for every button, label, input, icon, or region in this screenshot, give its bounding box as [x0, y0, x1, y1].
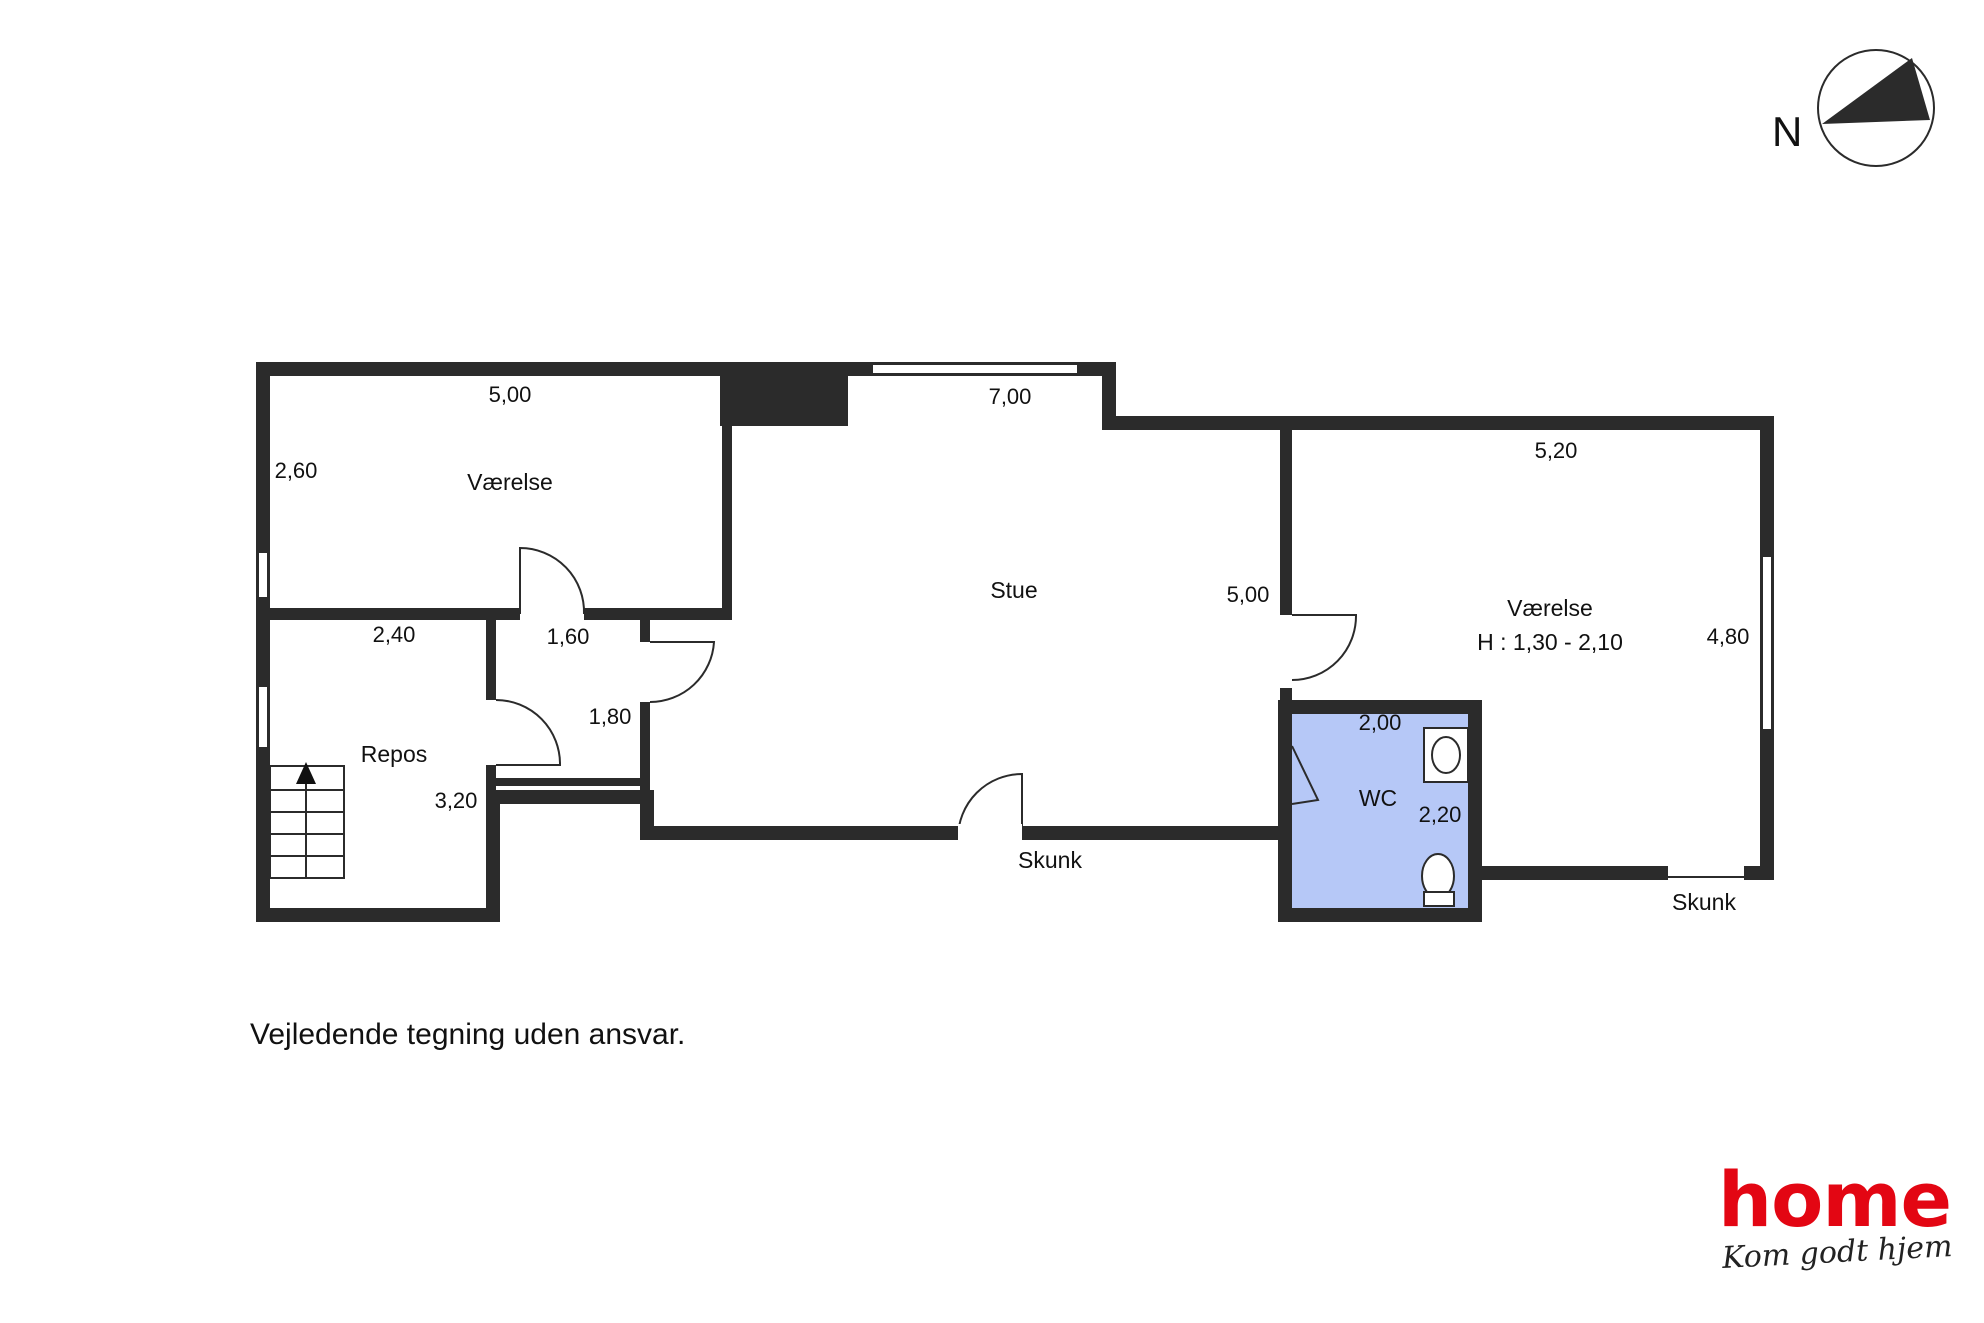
door-gap-skunk [958, 824, 1022, 842]
stue-width: 7,00 [989, 384, 1032, 409]
left-room-depth: 2,60 [275, 458, 318, 483]
right-room-depth: 4,80 [1707, 624, 1750, 649]
door-right-room [1291, 614, 1358, 681]
window-left-lower [257, 685, 269, 749]
repos-width: 2,40 [373, 622, 416, 647]
stair-arrow-icon [296, 762, 316, 784]
window-top [871, 363, 1079, 375]
wc-name: WC [1359, 785, 1397, 811]
door-left-room [519, 546, 586, 615]
left-room-width: 5,00 [489, 382, 532, 407]
skunk-center-label: Skunk [1018, 847, 1082, 873]
door-wc [1291, 745, 1320, 805]
stairs [269, 765, 345, 879]
window-right [1761, 555, 1773, 731]
wc-fixtures [1421, 727, 1469, 907]
compass-north-label: N [1772, 108, 1803, 155]
stue-depth: 5,00 [1227, 582, 1270, 607]
stue-name: Stue [990, 577, 1037, 603]
wc-width: 2,00 [1359, 710, 1402, 735]
door-hall-stue [649, 641, 716, 704]
left-room-name: Værelse [467, 469, 553, 495]
brand-logo: home [1718, 1155, 1952, 1244]
doors [495, 546, 1358, 839]
right-room-height: H : 1,30 - 2,10 [1477, 629, 1623, 655]
wc-depth: 2,20 [1419, 802, 1462, 827]
window-left-upper [257, 551, 269, 599]
right-room-width: 5,20 [1535, 438, 1578, 463]
hall-width: 1,60 [547, 624, 590, 649]
right-room-name: Værelse [1507, 595, 1593, 621]
skunk-right-label: Skunk [1672, 889, 1736, 915]
compass-icon [1817, 49, 1935, 167]
repos-depth: 3,20 [435, 788, 478, 813]
walls [256, 362, 1774, 922]
repos-name: Repos [361, 741, 427, 767]
door-repos [495, 699, 562, 766]
windows [257, 363, 1773, 878]
hall-depth: 1,80 [589, 704, 632, 729]
disclaimer-text: Vejledende tegning uden ansvar. [250, 1018, 686, 1051]
